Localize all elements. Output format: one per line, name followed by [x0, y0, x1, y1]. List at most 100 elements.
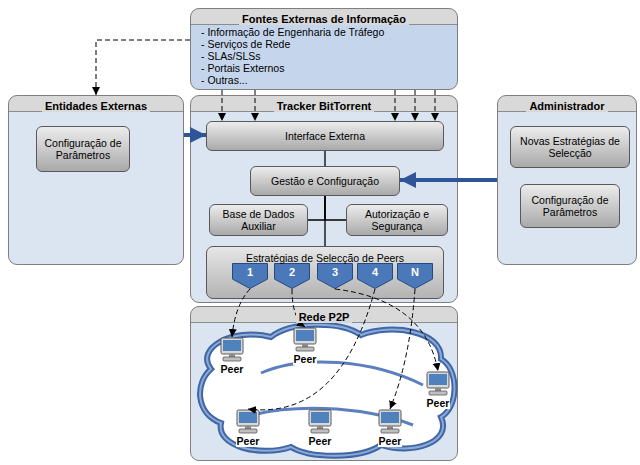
cloud-swirl — [239, 408, 413, 425]
peer-label: Peer — [426, 397, 451, 409]
process-box: Autorização e Segurança — [346, 204, 448, 236]
info-flow-arrow — [415, 90, 416, 121]
strategy-number: 1 — [247, 263, 253, 289]
monitor — [427, 372, 449, 388]
process-box: Gestão e Configuração — [250, 166, 400, 196]
info-flow-arrow — [335, 289, 438, 371]
panel-title: Rede P2P — [296, 311, 353, 323]
link-line — [308, 196, 325, 220]
control-arrow — [184, 133, 206, 137]
stand — [245, 426, 251, 429]
keyboard — [239, 429, 257, 433]
list-item: - SLAs/SLSs — [201, 50, 384, 62]
monitor — [309, 410, 331, 426]
peer-label: Peer — [308, 435, 333, 447]
panel: Tracker BitTorrentInterface ExternaGestã… — [190, 95, 458, 303]
keyboard — [429, 391, 447, 395]
box-label: Base de Dados Auxiliar — [210, 208, 307, 232]
monitor — [237, 410, 259, 426]
info-panel: Fontes Externas de Informação- Informaçã… — [190, 8, 458, 90]
peer-node: Peer — [229, 409, 267, 449]
group-title: Estratégias de Selecção de Peers — [246, 252, 404, 264]
screen — [296, 330, 314, 341]
cloud-highlight — [200, 325, 454, 456]
process-box: Interface Externa — [206, 121, 444, 151]
list-item: - Informação de Engenharia de Tráfego — [201, 26, 384, 38]
screen — [311, 412, 329, 423]
info-flow-arrow — [222, 90, 223, 121]
tab-outline — [358, 264, 393, 289]
tab-outline — [318, 264, 353, 289]
info-flow-arrow — [96, 40, 190, 95]
box-label: Interface Externa — [282, 130, 368, 142]
box-label: Novas Estratégias de Selecção — [511, 135, 629, 159]
peer-node: Peer — [419, 371, 457, 411]
info-flow-arrow — [232, 289, 250, 337]
strategy-number: 2 — [289, 263, 295, 289]
link-line — [324, 196, 325, 246]
info-list: - Informação de Engenharia de Tráfego- S… — [201, 26, 384, 86]
tab-outline — [398, 264, 433, 289]
screen — [223, 340, 241, 351]
computer-icon — [301, 409, 339, 435]
keyboard — [311, 429, 329, 433]
box-label: Configuração de Parâmetros — [37, 137, 129, 161]
peer-node: Peer — [301, 409, 339, 449]
peer-label: Peer — [378, 435, 403, 447]
panel-header: Rede P2P — [191, 307, 457, 322]
peer-label: Peer — [236, 435, 261, 447]
computer-icon — [229, 409, 267, 435]
panel: Entidades ExternasConfiguração de Parâme… — [8, 95, 184, 265]
monitor — [294, 328, 316, 344]
panel: AdministradorNovas Estratégias de Selecç… — [497, 95, 637, 265]
stand — [435, 388, 441, 391]
box-label: Autorização e Segurança — [347, 208, 447, 232]
peer-node: Peer — [371, 409, 409, 449]
keyboard — [296, 347, 314, 351]
panel-header: Tracker BitTorrent — [191, 96, 457, 111]
monitor — [379, 410, 401, 426]
box-label: Gestão e Configuração — [268, 175, 382, 187]
group-box: Estratégias de Selecção de Peers1 2 3 4N — [206, 246, 444, 299]
stand — [317, 426, 323, 429]
process-box: Configuração de Parâmetros — [520, 184, 620, 228]
panel-title: Fontes Externas de Informação — [239, 13, 409, 25]
info-flow-arrow — [248, 289, 375, 410]
screen — [429, 374, 447, 385]
info-flow-arrow — [395, 90, 396, 121]
strategy-tab: 1 — [232, 263, 268, 289]
strategy-tab: 2 — [274, 263, 310, 289]
stand — [302, 344, 308, 347]
tab-outline — [233, 264, 268, 289]
stand — [387, 426, 393, 429]
strategy-number: 3 — [332, 263, 338, 289]
cloud-swirl — [261, 362, 423, 385]
panel-title: Tracker BitTorrent — [274, 100, 375, 112]
keyboard — [223, 357, 241, 361]
screen — [239, 412, 257, 423]
process-box: Base de Dados Auxiliar — [209, 204, 308, 236]
box-label: Configuração de Parâmetros — [521, 194, 619, 218]
screen — [381, 412, 399, 423]
info-flow-arrow — [292, 289, 305, 327]
info-flow-arrow — [435, 90, 436, 121]
panel: Rede P2PPeerPeerPeerPeerPeerPeer — [190, 306, 458, 461]
panel-header: Fontes Externas de Informação — [191, 9, 457, 24]
strategy-number: 4 — [372, 263, 378, 289]
strategy-tab: N — [397, 263, 433, 289]
strategy-tab: 3 — [317, 263, 353, 289]
info-flow-arrow — [255, 90, 256, 121]
panel-title: Administrador — [526, 100, 607, 112]
info-flow-arrow — [390, 289, 415, 409]
list-item: - Serviços de Rede — [201, 38, 384, 50]
peer-label: Peer — [220, 363, 245, 375]
computer-icon — [286, 327, 324, 353]
peer-node: Peer — [286, 327, 324, 367]
strategy-tab: 4 — [357, 263, 393, 289]
link-line — [324, 151, 325, 166]
panel-header: Entidades Externas — [9, 96, 183, 111]
computer-icon — [419, 371, 457, 397]
